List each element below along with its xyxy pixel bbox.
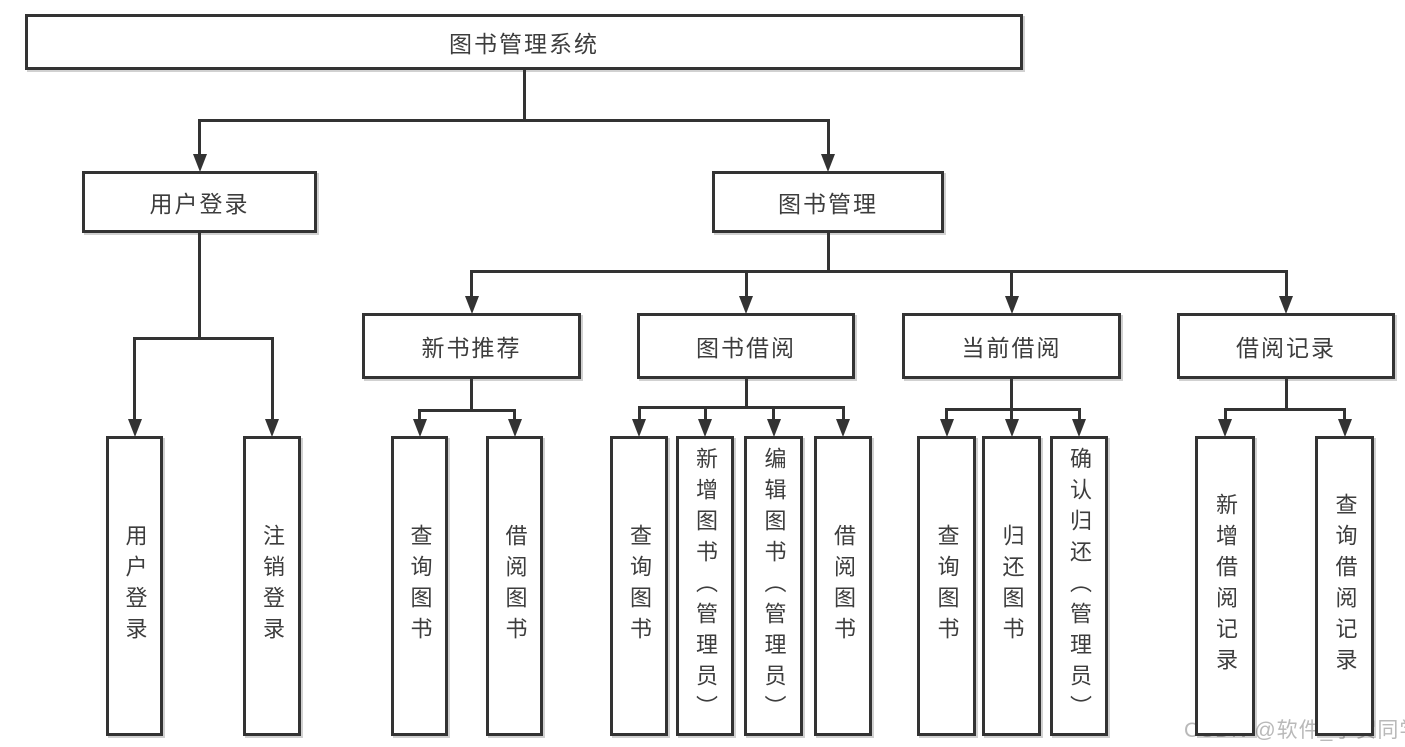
edge-book-borrow-bar: [637, 405, 845, 409]
edge-new-book-rec-leaf-rec-borrow-book-drop: [513, 410, 516, 424]
edge-book-mgmt-stem: [826, 233, 830, 273]
node-root: 图书管理系统: [25, 14, 1023, 70]
node-label-book-borrow: 图书借阅: [696, 335, 796, 361]
node-label-book-mgmt: 图书管理: [778, 191, 878, 217]
node-label-leaf-rec-query-book: 查询图书: [407, 524, 433, 648]
node-new-book-rec: 新书推荐: [362, 313, 581, 379]
arrowhead-leaf-br-query-record: [1337, 419, 1352, 437]
edge-new-book-rec-bar: [418, 408, 516, 412]
node-leaf-cb-query-book: 查询图书: [917, 436, 976, 736]
node-label-user-login: 用户登录: [149, 191, 250, 217]
edge-borrow-records-stem: [1284, 379, 1288, 411]
arrowhead-leaf-br-add-record: [1218, 419, 1232, 437]
node-label-leaf-br-query-record: 查询借阅记录: [1332, 493, 1358, 679]
edge-user-login-bar: [133, 336, 274, 340]
edge-current-borrow-leaf-cb-query-book-drop: [945, 409, 948, 424]
node-label-current-borrow: 当前借阅: [961, 335, 1062, 361]
node-label-new-book-rec: 新书推荐: [421, 335, 522, 361]
arrowhead-leaf-rec-borrow-book: [507, 419, 522, 437]
node-leaf-cb-return-book: 归还图书: [982, 436, 1041, 736]
edge-root-stem: [522, 70, 526, 122]
node-leaf-logout: 注销登录: [243, 436, 301, 736]
edge-user-login-leaf-logout-drop: [270, 338, 274, 424]
edge-borrow-records-leaf-br-query-record-drop: [1343, 409, 1346, 424]
edge-book-mgmt-borrow-records-drop: [1284, 271, 1288, 301]
node-leaf-br-query-record: 查询借阅记录: [1315, 436, 1374, 736]
edge-current-borrow-leaf-cb-confirm-return-drop: [1077, 409, 1081, 424]
edge-book-borrow-stem: [744, 379, 748, 409]
node-label-root: 图书管理系统: [449, 31, 599, 57]
arrowhead-current-borrow: [1004, 296, 1019, 314]
arrowhead-book-mgmt: [821, 154, 835, 172]
edge-book-borrow-leaf-bb-add-book-drop: [703, 407, 707, 424]
node-label-leaf-bb-query-book: 查询图书: [627, 524, 652, 648]
arrowhead-leaf-user-login: [127, 419, 142, 437]
node-label-borrow-records: 借阅记录: [1236, 335, 1336, 361]
arrowhead-leaf-cb-query-book: [939, 419, 954, 437]
node-label-leaf-cb-query-book: 查询图书: [934, 524, 960, 648]
node-label-leaf-bb-edit-book: 编辑图书（管理员）: [761, 446, 787, 726]
edge-book-mgmt-current-borrow-drop: [1010, 271, 1013, 301]
node-leaf-br-add-record: 新增借阅记录: [1195, 436, 1255, 736]
arrowhead-leaf-bb-borrow-book: [836, 419, 850, 437]
arrowhead-book-borrow: [739, 296, 753, 314]
arrowhead-leaf-cb-confirm-return: [1072, 419, 1086, 437]
arrowhead-borrow-records: [1279, 296, 1293, 314]
node-label-leaf-cb-confirm-return: 确认归还（管理员）: [1067, 446, 1092, 726]
edge-book-mgmt-bar: [470, 269, 1288, 273]
node-label-leaf-rec-borrow-book: 借阅图书: [502, 524, 528, 648]
node-leaf-user-login: 用户登录: [106, 436, 163, 736]
edge-borrow-records-bar: [1223, 407, 1346, 411]
edge-book-borrow-leaf-bb-query-book-drop: [637, 407, 641, 424]
edge-root-book-mgmt-drop: [826, 120, 830, 159]
edge-root-user-login-drop: [198, 120, 201, 159]
arrowhead-leaf-rec-query-book: [412, 419, 427, 437]
edge-new-book-rec-stem: [470, 379, 473, 412]
edge-user-login-stem: [198, 233, 201, 340]
edge-book-mgmt-new-book-rec-drop: [470, 271, 473, 301]
node-label-leaf-cb-return-book: 归还图书: [999, 524, 1025, 648]
node-leaf-rec-borrow-book: 借阅图书: [486, 436, 543, 736]
edge-new-book-rec-leaf-rec-query-book-drop: [418, 410, 421, 424]
arrowhead-leaf-bb-query-book: [632, 419, 646, 437]
edge-current-borrow-stem: [1010, 379, 1013, 411]
arrowhead-user-login: [192, 154, 207, 172]
node-label-leaf-logout: 注销登录: [260, 524, 285, 648]
edge-root-bar: [198, 118, 830, 122]
node-leaf-bb-edit-book: 编辑图书（管理员）: [744, 436, 803, 736]
node-leaf-rec-query-book: 查询图书: [391, 436, 448, 736]
node-user-login: 用户登录: [82, 171, 317, 233]
node-borrow-records: 借阅记录: [1177, 313, 1395, 379]
node-current-borrow: 当前借阅: [902, 313, 1121, 379]
arrowhead-leaf-logout: [265, 419, 279, 437]
edge-book-borrow-leaf-bb-borrow-book-drop: [841, 407, 845, 424]
node-leaf-bb-add-book: 新增图书（管理员）: [676, 436, 734, 736]
node-leaf-cb-confirm-return: 确认归还（管理员）: [1050, 436, 1108, 736]
node-leaf-bb-query-book: 查询图书: [610, 436, 668, 736]
node-leaf-bb-borrow-book: 借阅图书: [814, 436, 872, 736]
node-book-mgmt: 图书管理: [712, 171, 944, 233]
edge-book-mgmt-book-borrow-drop: [744, 271, 748, 301]
node-label-leaf-bb-borrow-book: 借阅图书: [831, 524, 856, 648]
node-book-borrow: 图书借阅: [637, 313, 855, 379]
edge-current-borrow-leaf-cb-return-book-drop: [1010, 409, 1013, 424]
arrowhead-leaf-bb-edit-book: [766, 419, 781, 437]
arrowhead-leaf-bb-add-book: [698, 419, 712, 437]
arrowhead-new-book-rec: [464, 296, 479, 314]
node-label-leaf-user-login: 用户登录: [122, 524, 148, 648]
arrowhead-leaf-cb-return-book: [1004, 419, 1019, 437]
edge-book-borrow-leaf-bb-edit-book-drop: [772, 407, 775, 424]
node-label-leaf-br-add-record: 新增借阅记录: [1213, 493, 1238, 679]
edge-borrow-records-leaf-br-add-record-drop: [1223, 409, 1227, 424]
node-label-leaf-bb-add-book: 新增图书（管理员）: [693, 446, 718, 726]
edge-user-login-leaf-user-login-drop: [133, 338, 136, 424]
